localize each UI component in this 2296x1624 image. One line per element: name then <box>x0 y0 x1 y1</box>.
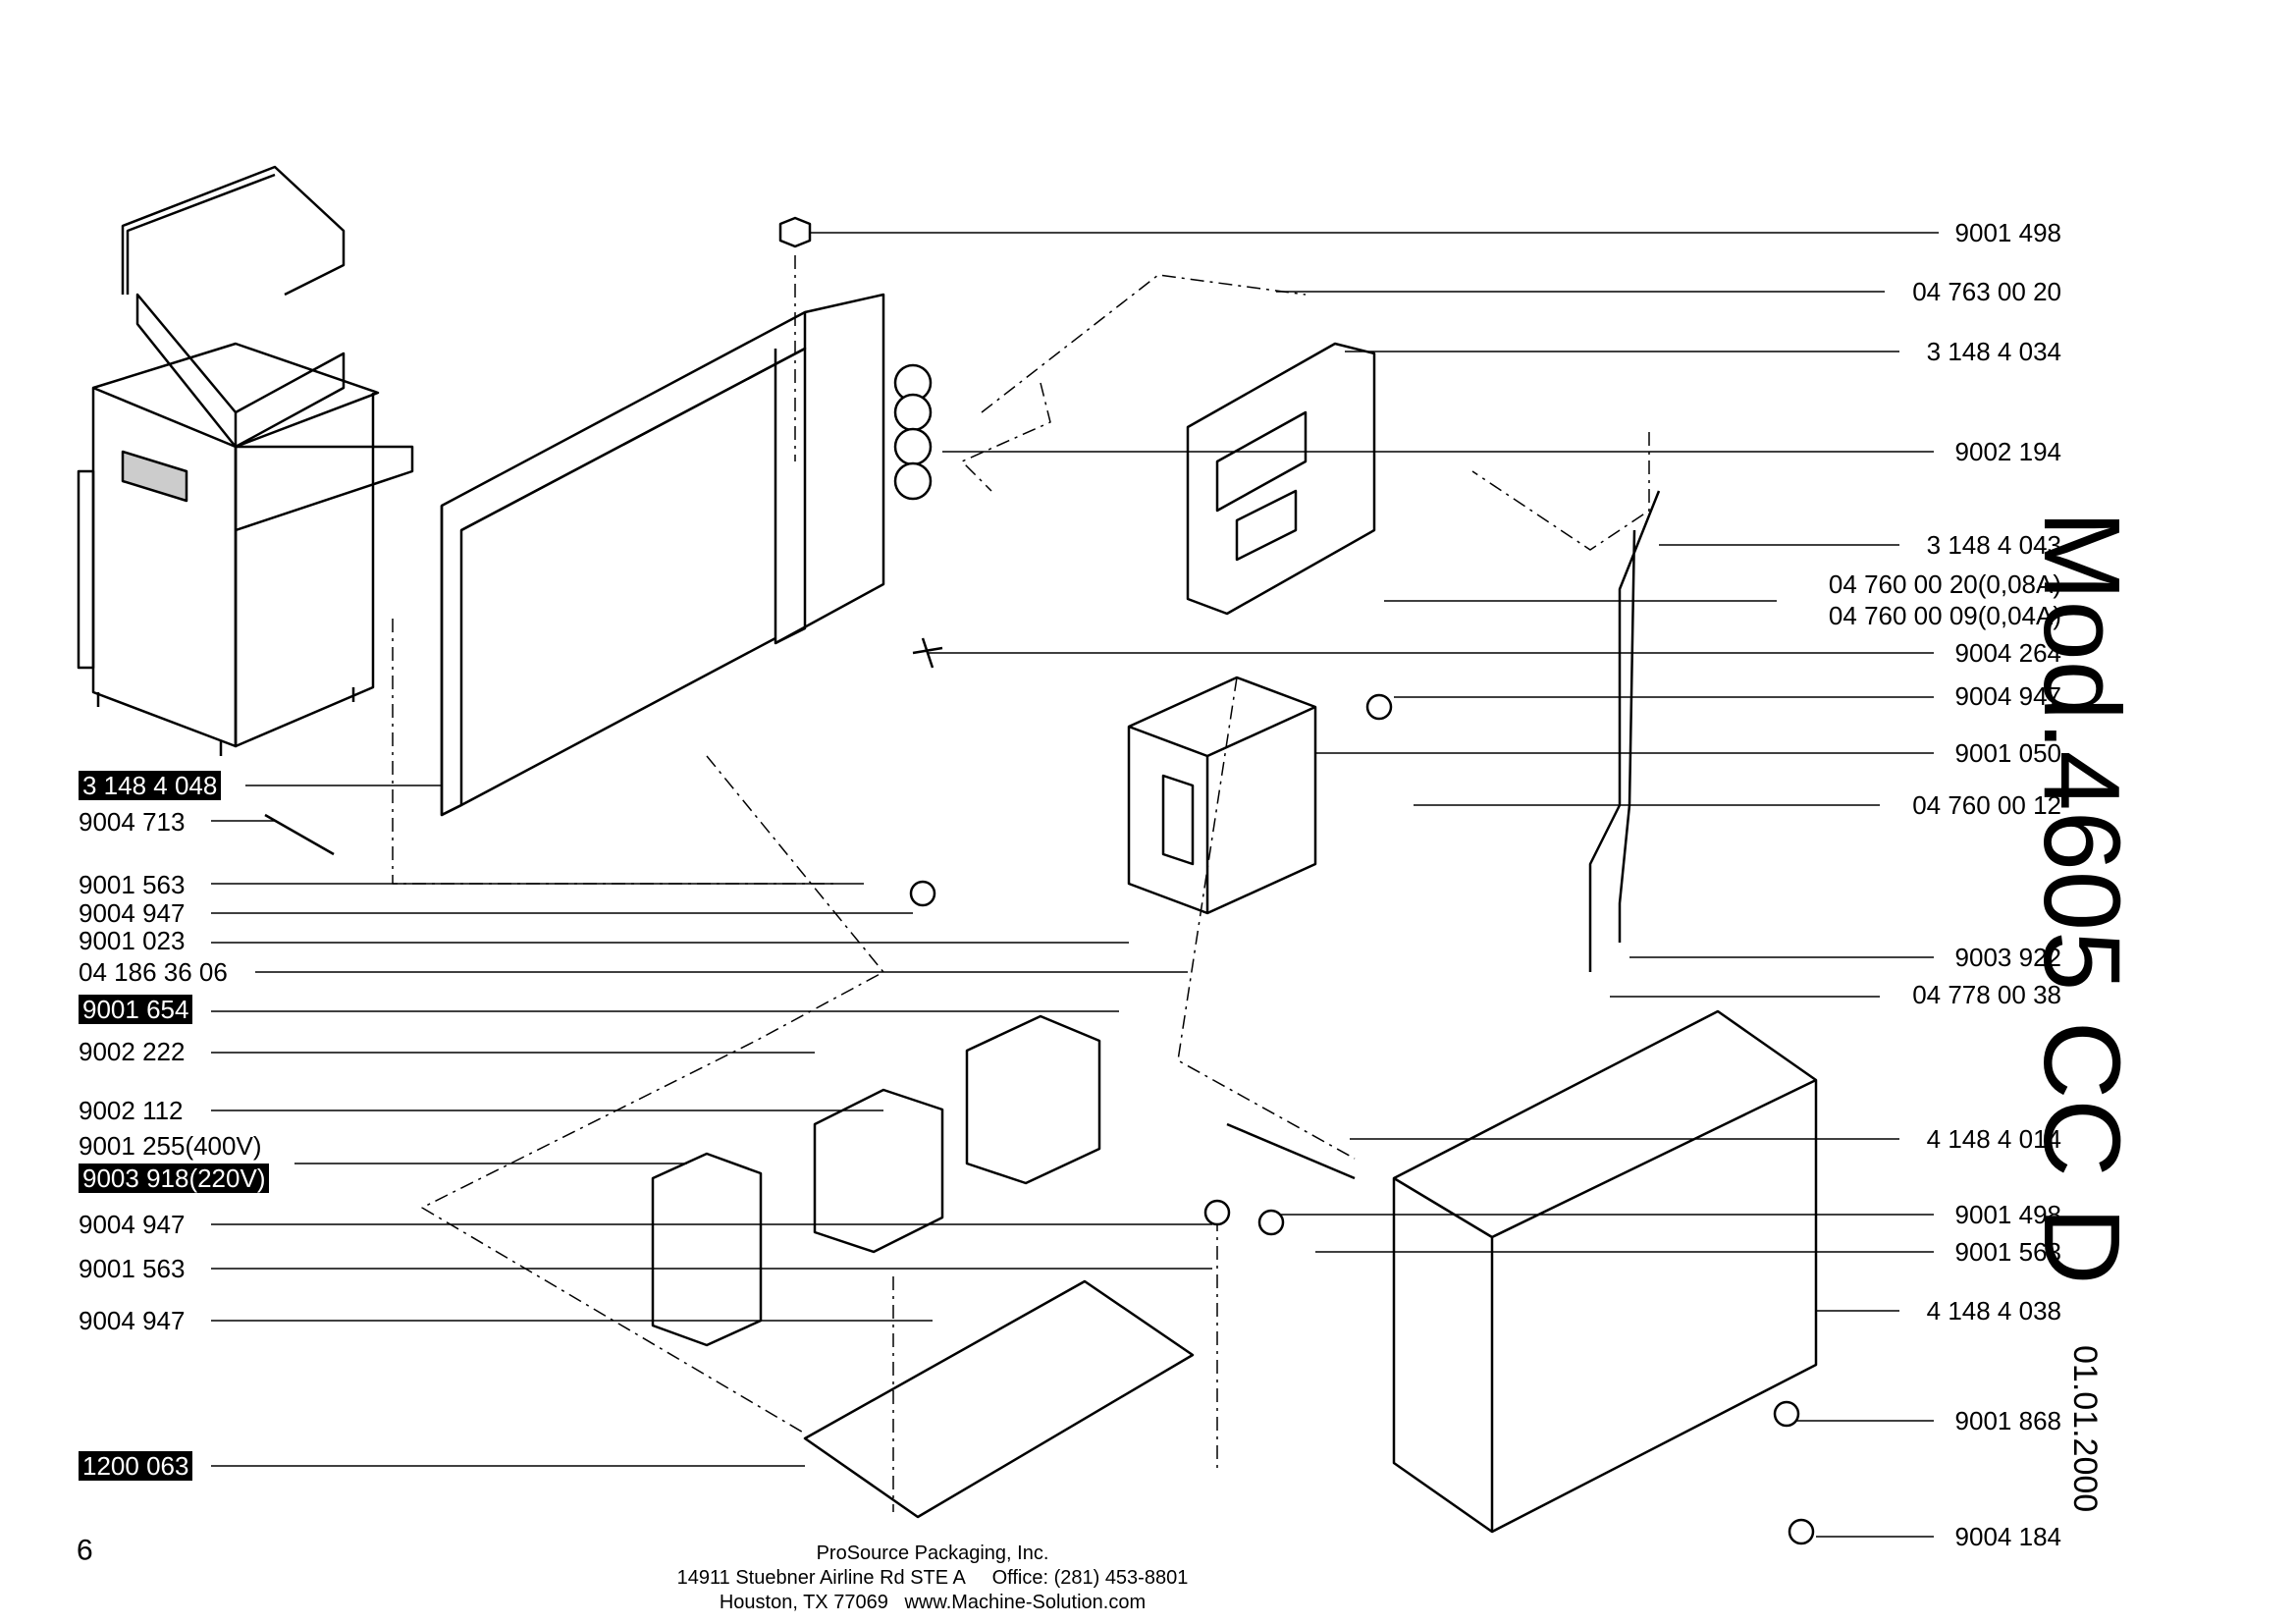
footer: ProSource Packaging, Inc. 14911 Stuebner… <box>0 1542 1865 1615</box>
part-label: 9001 498 <box>1954 1200 2061 1229</box>
part-label: 9001 023 <box>79 926 186 955</box>
part-label: 04 763 00 20 <box>1912 277 2061 306</box>
part-label: 04 778 00 38 <box>1912 980 2061 1009</box>
base-plate-drawing <box>803 1279 1195 1519</box>
leader-lines <box>211 232 1939 1538</box>
assembly-lines <box>392 255 1650 1512</box>
part-label: 9001 654 <box>79 995 193 1024</box>
part-label: 3 148 4 043 <box>1926 530 2061 560</box>
part-label: 9001 563 <box>1954 1237 2061 1267</box>
part-label: 9001 498 <box>1954 218 2061 247</box>
part-label: 04 186 36 06 <box>79 957 228 987</box>
part-label: 9004 947 <box>79 1306 186 1335</box>
model-title: Mod.4605 CC D <box>2021 511 2142 1285</box>
revision-date: 01.01.2000 <box>2066 1345 2104 1513</box>
machine-overview-drawing <box>77 165 414 756</box>
back-panel-drawing <box>440 293 885 817</box>
part-label: 9002 222 <box>79 1037 186 1066</box>
part-label: 9001 255(400V) <box>79 1131 262 1161</box>
part-label: 3 148 4 048 <box>79 771 222 800</box>
part-label: 9003 918(220V) <box>79 1164 270 1193</box>
part-label: 9004 947 <box>1954 681 2061 711</box>
part-label: 9001 563 <box>79 870 186 899</box>
part-label: 9003 922 <box>1954 943 2061 972</box>
hardware-drawings <box>264 216 1815 1545</box>
part-label: 9002 112 <box>79 1096 184 1125</box>
part-label: 9004 947 <box>79 898 186 928</box>
transformer-drawing <box>1127 676 1317 915</box>
footer-company: ProSource Packaging, Inc. <box>816 1543 1049 1564</box>
part-label: 9002 194 <box>1954 437 2061 466</box>
circuit-board-drawing <box>1186 342 1376 616</box>
part-label: 9004 264 <box>1954 638 2061 668</box>
part-label: 9001 868 <box>1954 1406 2061 1435</box>
footer-city: Houston, TX 77069 www.Machine-Solution.c… <box>719 1592 1147 1613</box>
part-label: 9001 050 <box>1954 738 2061 768</box>
part-label: 9004 713 <box>79 807 186 837</box>
part-label: 04 760 00 20(0,08A) <box>1828 569 2061 599</box>
part-label: 9004 184 <box>1954 1522 2061 1551</box>
part-label: 04 760 00 12 <box>1912 790 2061 820</box>
part-label: 1200 063 <box>79 1451 193 1481</box>
footer-address: 14911 Stuebner Airline Rd STE A Office: … <box>676 1567 1189 1589</box>
part-label: 9001 563 <box>79 1254 186 1283</box>
part-label: 3 148 4 034 <box>1926 337 2061 366</box>
part-label: 4 148 4 014 <box>1926 1124 2061 1154</box>
wire-harness-drawing <box>1588 490 1661 972</box>
part-label: 04 760 00 09(0,04A) <box>1828 601 2061 630</box>
part-label: 9004 947 <box>79 1210 186 1239</box>
cover-box-drawing <box>1392 1009 1818 1534</box>
contactor-drawings <box>651 1014 1101 1347</box>
part-label: 4 148 4 038 <box>1926 1296 2061 1326</box>
